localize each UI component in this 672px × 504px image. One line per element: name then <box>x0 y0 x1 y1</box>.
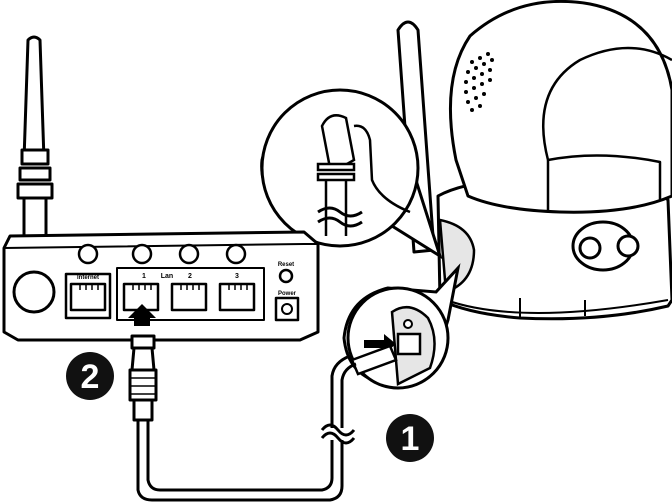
ethernet-cable <box>130 336 356 500</box>
callout-port-zoom <box>344 268 458 388</box>
internet-port <box>71 284 105 310</box>
reset-button <box>280 270 292 282</box>
router-antenna <box>24 37 44 160</box>
lan-port-3-label: 3 <box>235 273 239 280</box>
camera <box>398 1 672 318</box>
reset-label: Reset <box>278 262 294 268</box>
lan-port-3 <box>220 284 254 310</box>
lan-port-2 <box>172 284 206 310</box>
step-badge-1-number: 1 <box>401 420 420 458</box>
power-label: Power <box>278 291 297 297</box>
camera-head <box>450 1 672 212</box>
lan-port-2-label: 2 <box>188 273 192 280</box>
step-badge-2: 2 <box>66 352 114 400</box>
internet-port-label: Internet <box>77 275 99 281</box>
lan-group-label: Lan <box>161 273 173 280</box>
step-badge-1: 1 <box>386 414 434 462</box>
power-jack <box>282 304 292 314</box>
step-badge-2-number: 2 <box>81 358 100 396</box>
lan-port-1-label: 1 <box>142 273 146 280</box>
router-power-button <box>14 272 54 312</box>
